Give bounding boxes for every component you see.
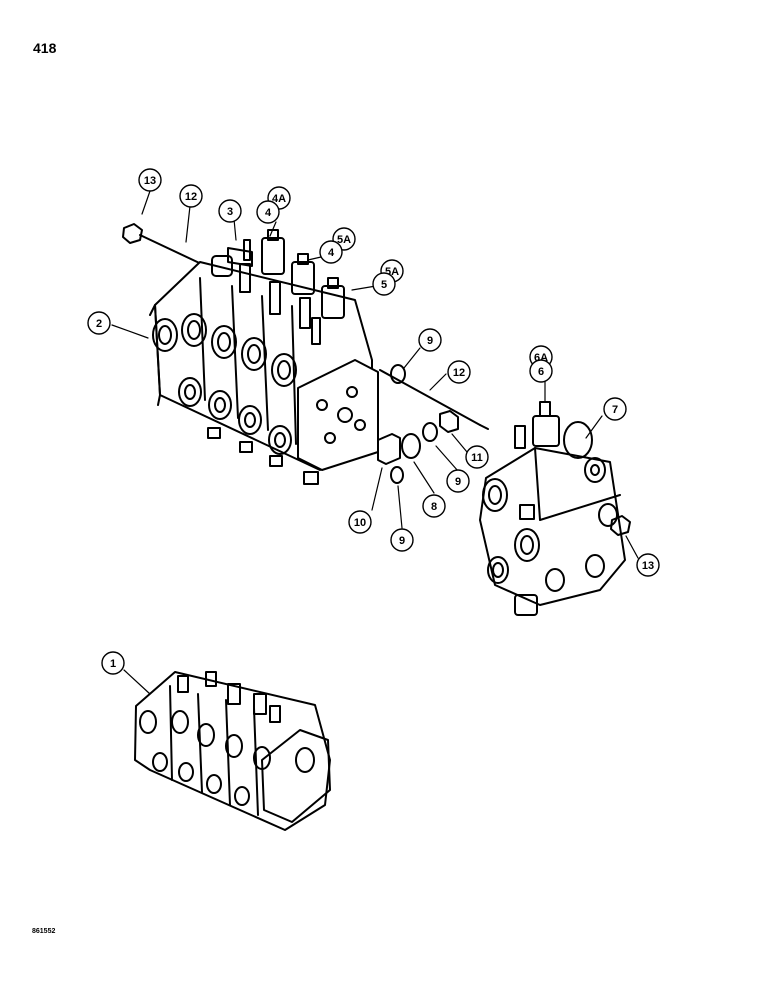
callout-9-middle [446, 469, 470, 493]
nut-13 [122, 223, 143, 244]
callout-11-label: 11 [471, 452, 483, 464]
callout-2-label: 2 [96, 318, 102, 330]
callout-9-middle-label: 9 [455, 476, 461, 488]
o-ring-9-middle [422, 422, 438, 442]
callout-9-bottom-label: 9 [399, 535, 405, 547]
callout-12 [179, 184, 203, 208]
o-ring-9-upper [390, 364, 406, 384]
seal-11 [439, 410, 459, 433]
callout-10 [348, 510, 372, 534]
callout-6 [529, 359, 553, 383]
control-valve-stack [122, 223, 379, 485]
callout-5 [372, 272, 396, 296]
callout-8-label: 8 [431, 501, 437, 513]
callout-4a-label: 4A [272, 193, 286, 205]
callout-13 [138, 168, 162, 192]
callout-11 [465, 445, 489, 469]
callout-4-upper [256, 200, 280, 224]
callout-2 [87, 311, 111, 335]
callout-5-label: 5 [381, 279, 387, 291]
callout-9-bottom [390, 528, 414, 552]
callout-4-upper-label: 4 [265, 207, 272, 219]
seal-kit [377, 364, 489, 484]
inlet-section [479, 401, 631, 616]
callout-6-label: 6 [538, 366, 544, 378]
callout-5a-upper-label: 5A [337, 234, 351, 246]
callout-7 [603, 397, 627, 421]
reference-code: 861552 [32, 928, 56, 935]
callout-4-lower [319, 240, 343, 264]
callout-8 [422, 494, 446, 518]
callout-12-right [447, 360, 471, 384]
assembled-valve [134, 671, 331, 831]
callout-1 [101, 651, 125, 675]
callout-7-label: 7 [612, 404, 618, 416]
page-number: 418 [33, 40, 57, 56]
callout-13-label: 13 [144, 175, 156, 187]
callout-3 [218, 199, 242, 223]
callouts: 13 12 3 4A 4 5A 4 5A 5 2 9 12 6A 6 7 11 [87, 168, 660, 675]
callout-12-right-label: 12 [453, 367, 465, 379]
o-ring-8 [401, 433, 421, 459]
seal-plate-10 [377, 433, 401, 465]
leader-lines [111, 190, 639, 695]
callout-13-right-label: 13 [642, 560, 654, 572]
callout-4-lower-label: 4 [328, 247, 335, 259]
callout-10-label: 10 [354, 517, 366, 529]
callout-3-label: 3 [227, 206, 233, 218]
callout-1-label: 1 [110, 658, 116, 670]
nut-13-right [610, 515, 631, 536]
callout-13-right [636, 553, 660, 577]
callout-9-top [418, 328, 442, 352]
callout-9-top-label: 9 [427, 335, 433, 347]
o-ring-9-lower [390, 466, 404, 484]
callout-12-label: 12 [185, 191, 197, 203]
